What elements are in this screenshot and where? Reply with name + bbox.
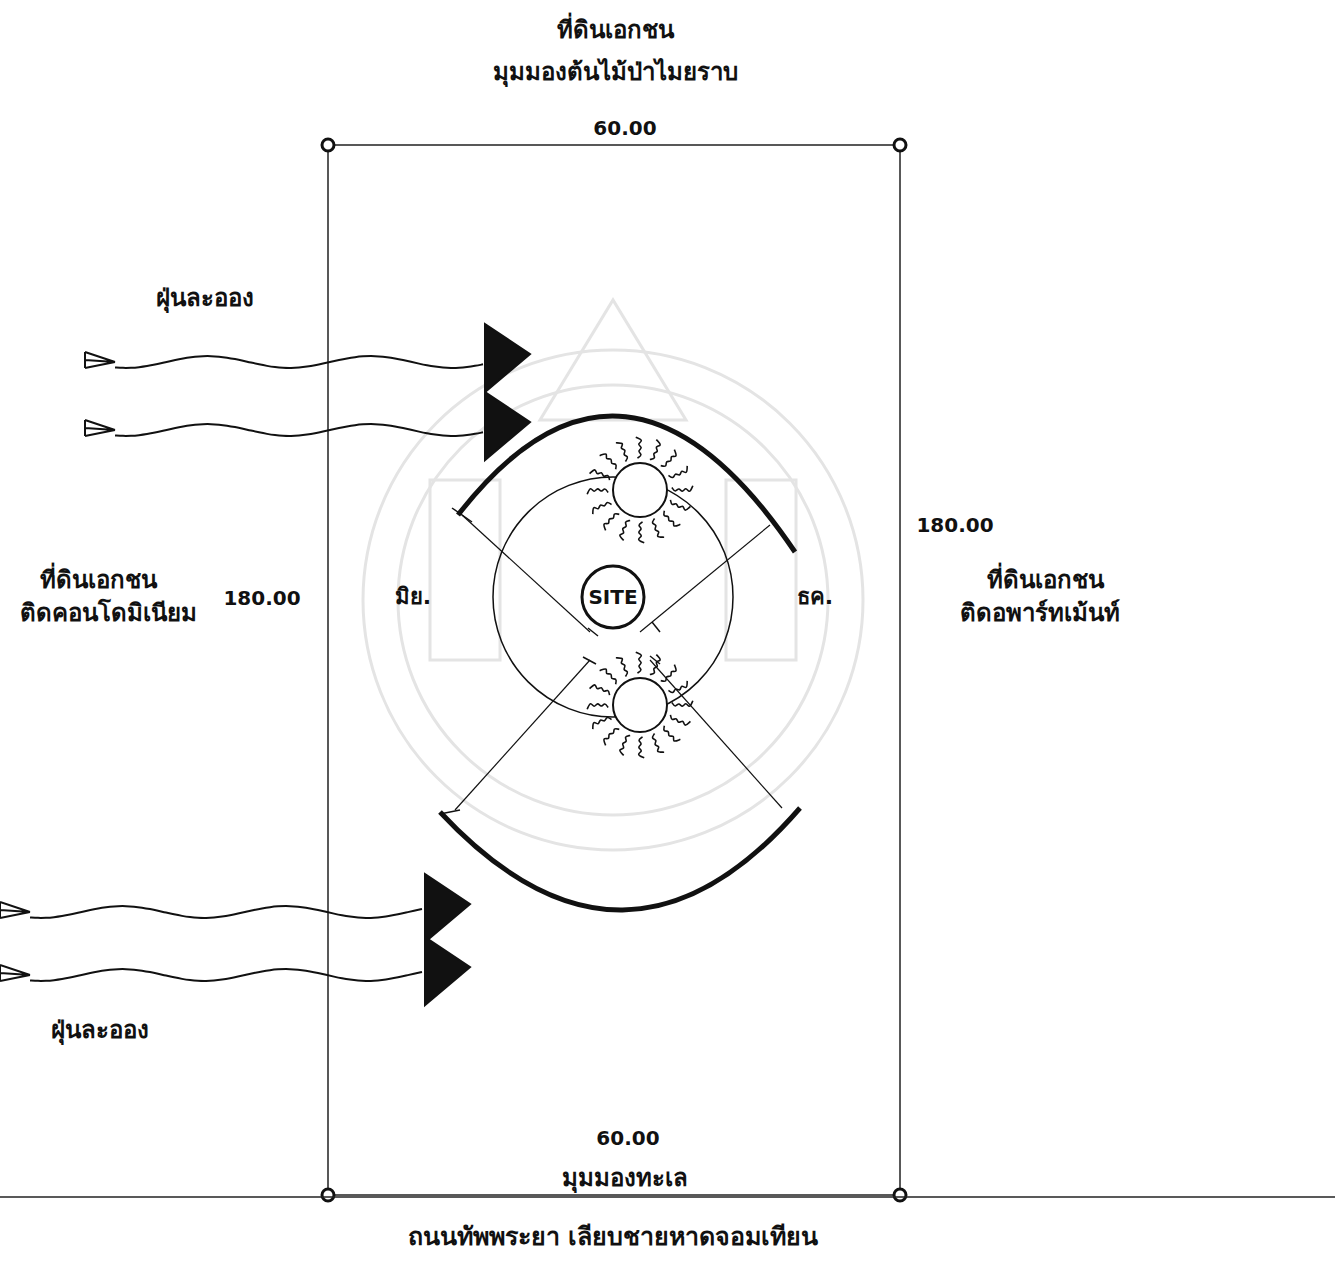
neighbor-label: ติดอพาร์ทเม้นท์ [960, 599, 1120, 628]
sun-ray [636, 652, 642, 673]
sun-ray [668, 681, 687, 693]
sun-ray [668, 466, 687, 478]
corner-pins [322, 139, 906, 1201]
sun-ray [620, 520, 630, 540]
road-label: ถนนทัพพระยา เลียบชายหาดจอมเทียน [408, 1222, 819, 1252]
sun-ray [664, 726, 681, 741]
sun-ray [661, 665, 676, 682]
sun-ray [639, 522, 645, 543]
road-edge [0, 1196, 1335, 1198]
sun-ray [670, 715, 690, 725]
site-boundary [328, 145, 900, 1195]
dust-wind-arrows [0, 324, 530, 1005]
sun-ray [672, 486, 693, 492]
dimension: 60.00 [593, 116, 656, 140]
dimension: 180.00 [223, 586, 300, 610]
sun-ray [600, 669, 617, 684]
sun-ray [636, 437, 642, 458]
wind-line [115, 356, 483, 368]
wind-tail [85, 420, 115, 436]
view-label: มุมมองทะเล [562, 1164, 688, 1193]
sun-ray [590, 470, 610, 480]
sun-ray [653, 733, 665, 752]
sun-ray [600, 454, 617, 469]
owner-label: ที่ดินเอกชน [987, 566, 1104, 595]
sun-ray [616, 658, 628, 677]
dimension: 180.00 [916, 513, 993, 537]
sun-ray [639, 737, 645, 758]
wind-head [425, 937, 470, 1005]
sun-ray [664, 511, 681, 526]
dimension: 60.00 [596, 1126, 659, 1150]
owner-label: ที่ดินเอกชน [557, 16, 674, 45]
wind-head [485, 324, 530, 392]
sun-ray [670, 500, 690, 510]
sun-ray [593, 718, 612, 730]
watermark-seal [363, 300, 863, 850]
sun-ray [587, 489, 608, 495]
view-label: มุมมองต้นไม้ป่าไมยราบ [493, 58, 738, 87]
site-circle: SITE [580, 564, 646, 630]
sun-ray [620, 735, 630, 755]
sun-ray [604, 729, 619, 746]
sun-ray [593, 503, 612, 515]
sun-ray [650, 655, 660, 675]
wind-line [30, 969, 422, 981]
dust-label: ฝุ่นละออง [156, 284, 254, 313]
owner-label: ที่ดินเอกชน [40, 566, 157, 595]
month-label: มิย. [395, 584, 431, 610]
dust-label: ฝุ่นละออง [51, 1016, 149, 1045]
site-text: SITE [588, 585, 637, 609]
site-circle-ring [582, 566, 644, 628]
sun-path [440, 416, 800, 910]
sun-ray [661, 450, 676, 467]
sun-ray [650, 440, 660, 460]
wind-tail [85, 352, 115, 368]
wind-tail [0, 902, 30, 918]
sun-ray [587, 704, 608, 710]
wind-line [30, 906, 422, 918]
month-label: ธค. [797, 584, 833, 610]
sun-ray [653, 518, 665, 537]
sun-ray [590, 685, 610, 695]
wind-head [425, 874, 470, 942]
sun-ray [604, 514, 619, 531]
sun-ray [672, 701, 693, 707]
wind-head [485, 392, 530, 460]
neighbor-label: ติดคอนโดมิเนียม [20, 599, 197, 628]
wind-line [115, 424, 483, 436]
wind-tail [0, 965, 30, 981]
sun-ray [616, 443, 628, 462]
